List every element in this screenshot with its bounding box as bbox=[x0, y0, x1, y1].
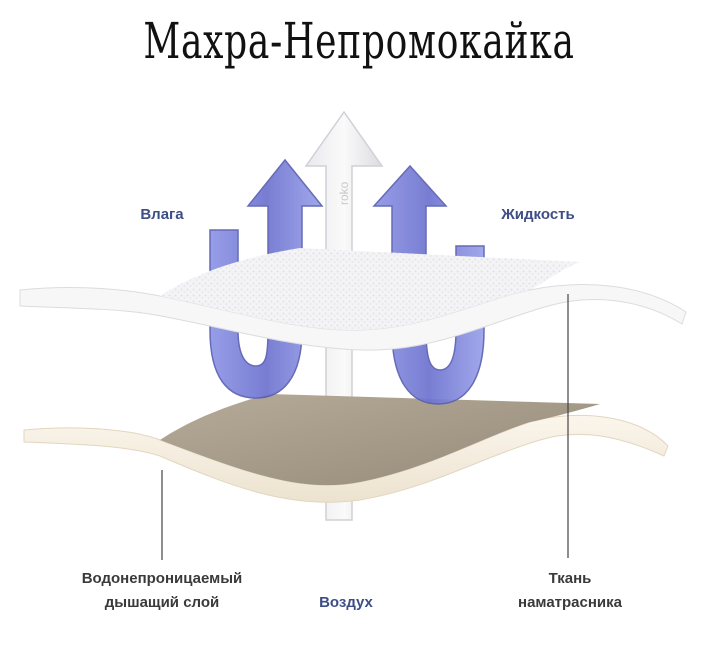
label-air: Воздух bbox=[296, 591, 396, 615]
label-fabric-line2: наматрасника bbox=[490, 591, 650, 615]
label-fabric-line1: Ткань bbox=[500, 567, 640, 591]
label-membrane-line2: дышащий слой bbox=[52, 591, 272, 615]
terry-layer bbox=[20, 248, 686, 350]
label-zhidkost: Жидкость bbox=[478, 203, 598, 227]
label-membrane-line1: Водонепроницаемый bbox=[52, 567, 272, 591]
label-vlaga: Влага bbox=[122, 203, 202, 227]
arrow-mark: roko bbox=[337, 181, 351, 205]
